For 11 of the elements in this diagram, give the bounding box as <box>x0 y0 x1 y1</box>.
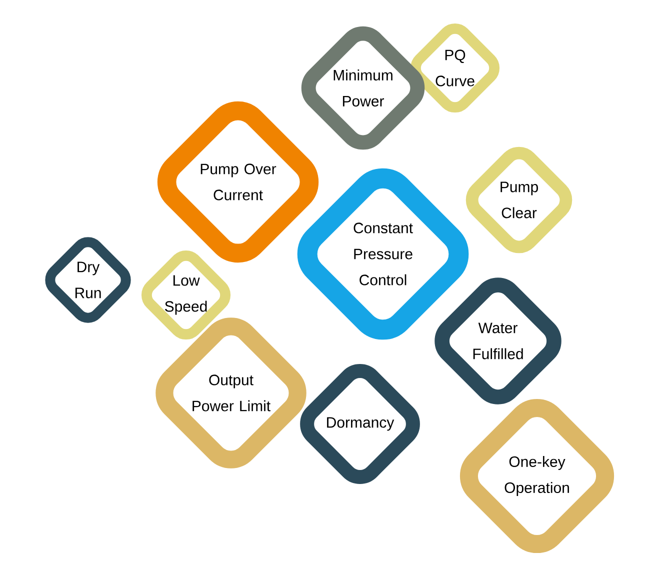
diamond-frame: One-key Operation <box>460 398 614 554</box>
diamond-frame: Low Speed <box>141 250 231 340</box>
diamond-frame: Pump Clear <box>466 146 572 254</box>
diamond-frame: Pump Over Current <box>157 101 319 263</box>
diamond-frame: Minimum Power <box>301 26 425 150</box>
diamond-frame: Dry Run <box>45 237 131 323</box>
diamond-frame: Constant Pressure Control <box>297 168 469 340</box>
diamond-frame: Dormancy <box>300 364 420 484</box>
diamond-frame: PQ Curve <box>410 23 500 113</box>
diamond-frame: Output Power Limit <box>156 318 306 468</box>
diamond-frame: Water Fulfilled <box>434 278 562 404</box>
